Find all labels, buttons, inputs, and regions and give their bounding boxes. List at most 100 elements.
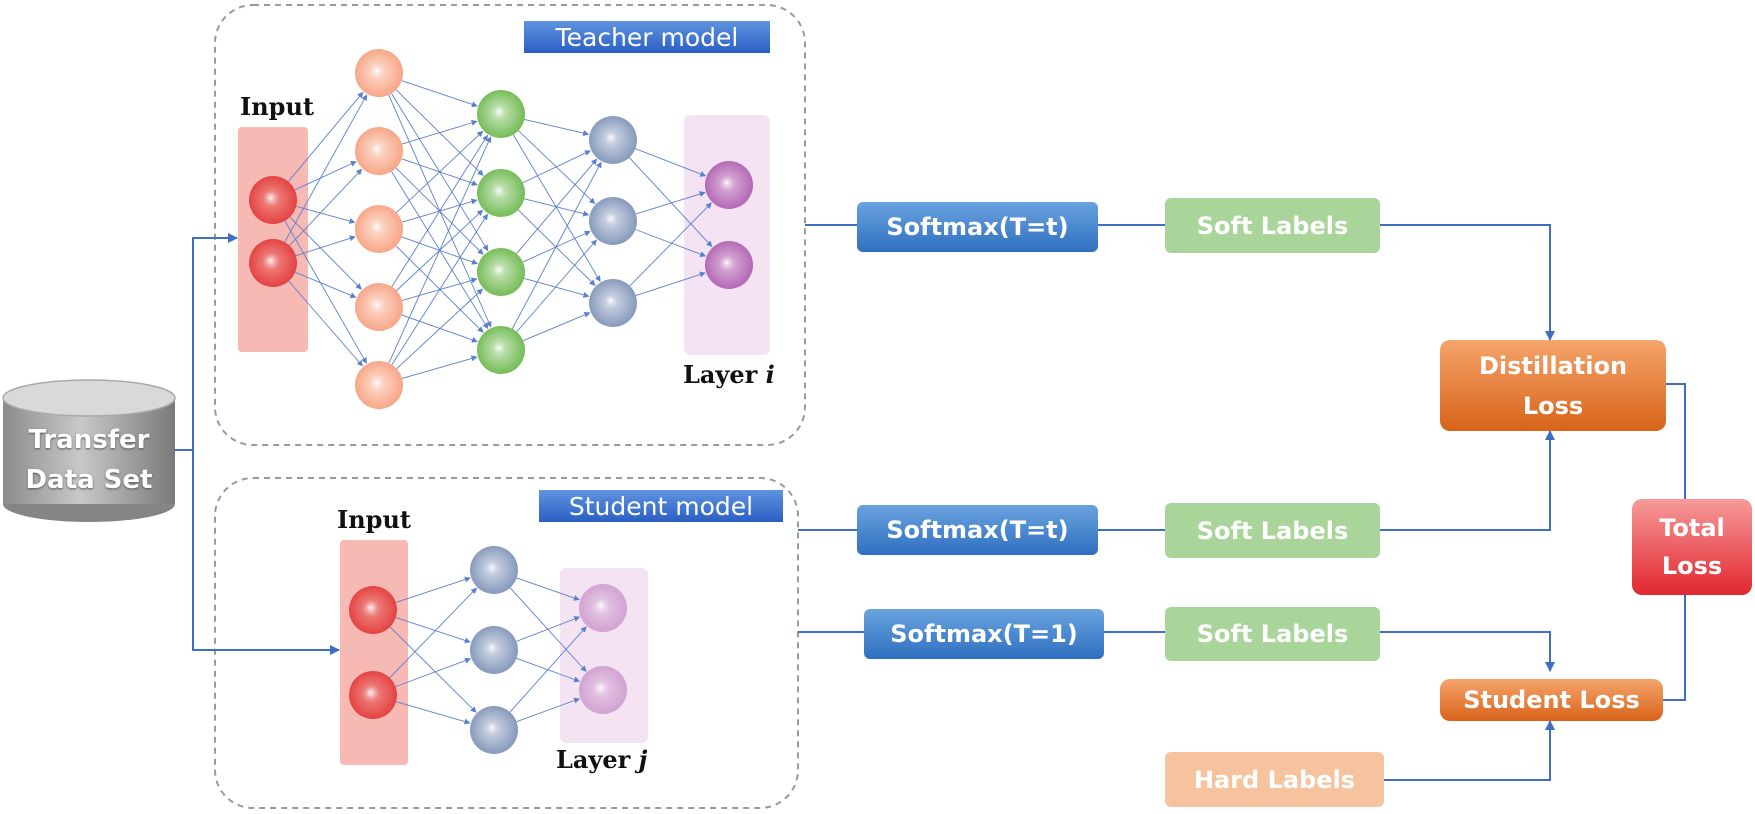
- student-connection-l1-2-1: [516, 697, 580, 723]
- teacher-layer-i-panel: [684, 115, 770, 355]
- connector-db-to-student: [192, 450, 340, 655]
- teacher-node-l1-n3: [355, 283, 403, 331]
- student-layer-label: Layer j: [556, 745, 648, 774]
- connector-distillation-to-total: [1666, 383, 1686, 499]
- teacher-connection-l2-3-2: [522, 312, 591, 342]
- teacher-connection-l1-1-0: [401, 119, 478, 145]
- teacher-node-l4-n0: [705, 161, 753, 209]
- connector-hard-labels-to-student-loss: [1384, 720, 1555, 781]
- teacher-node-l2-n1: [477, 169, 525, 217]
- transfer-data-set-cylinder: [2, 379, 176, 522]
- connector-student-soft-labels-to-distillation: [1380, 430, 1555, 531]
- teacher-connection-l2-3-1: [516, 239, 597, 333]
- student-model-tag: Student model: [539, 490, 783, 522]
- teacher-connection-l2-2-0: [516, 158, 598, 254]
- teacher-connection-l1-4-3: [401, 355, 478, 379]
- student-connection-l1-2-0: [509, 626, 587, 713]
- teacher-connection-l1-4-1: [391, 213, 488, 365]
- teacher-node-l2-n3: [477, 326, 525, 374]
- teacher-connection-l1-4-0: [388, 136, 492, 364]
- student-connection-l0-0-0: [395, 576, 471, 603]
- teacher-connection-l1-4-2: [396, 288, 484, 370]
- teacher-node-l3-n2: [589, 279, 637, 327]
- teacher-connection-l1-3-0: [391, 134, 489, 287]
- teacher-connection-l0-0-3: [289, 216, 362, 290]
- student-node-l2-n0: [579, 584, 627, 632]
- teacher-connection-l0-1-3: [294, 271, 357, 299]
- student-connection-l1-1-0: [516, 616, 581, 642]
- teacher-node-l3-n0: [589, 116, 637, 164]
- teacher-node-l1-n0: [355, 49, 403, 97]
- teacher-layer-index: i: [765, 360, 775, 389]
- total-loss-box: Total Loss: [1632, 499, 1752, 595]
- teacher-connection-l1-2-0: [396, 130, 484, 213]
- teacher-node-l0-n1: [249, 239, 297, 287]
- teacher-connection-l3-2-1: [635, 271, 706, 296]
- student-softmax-t-box: Softmax(T=t): [857, 505, 1098, 555]
- student-connection-l1-0-1: [509, 587, 587, 672]
- student-softmax-1-box: Softmax(T=1): [864, 609, 1104, 659]
- student-connection-l0-1-0: [389, 587, 477, 679]
- student-connection-l0-0-1: [395, 617, 471, 644]
- teacher-input-label: Input: [240, 92, 314, 121]
- teacher-soft-labels-box: Soft Labels: [1165, 198, 1380, 253]
- student-node-l1-n1: [470, 626, 518, 674]
- teacher-node-l1-n2: [355, 205, 403, 253]
- teacher-node-l0-n0: [249, 176, 297, 224]
- distillation-loss-box: Distillation Loss: [1440, 340, 1666, 431]
- teacher-connection-l2-3-0: [511, 161, 602, 330]
- teacher-connection-l2-1-2: [517, 209, 596, 286]
- teacher-connection-l3-0-1: [628, 157, 713, 248]
- teacher-node-l3-n1: [589, 197, 637, 245]
- connector-db-to-teacher: [192, 233, 238, 450]
- transfer-data-set-label: Transfer Data Set: [25, 425, 153, 495]
- student-layer-index: j: [638, 745, 648, 774]
- teacher-connection-l0-1-0: [284, 94, 368, 243]
- student-node-l1-n0: [470, 546, 518, 594]
- teacher-connection-l0-0-2: [296, 205, 356, 224]
- teacher-connection-l0-1-2: [295, 235, 356, 257]
- teacher-connection-l0-0-1: [294, 161, 357, 191]
- student-connection-l1-0-0: [516, 577, 580, 601]
- teacher-node-l1-n1: [355, 127, 403, 175]
- connector-teacher-soft-labels-to-distillation: [1380, 224, 1555, 341]
- student-node-l2-n1: [579, 666, 627, 714]
- teacher-node-l2-n0: [477, 90, 525, 138]
- teacher-connection-l0-1-4: [288, 280, 363, 367]
- student-node-l0-n1: [349, 671, 397, 719]
- connector-student-soft-labels-to-student-loss: [1380, 631, 1555, 672]
- student-connection-l0-0-2: [389, 626, 477, 713]
- student-model-frame: [214, 477, 799, 809]
- student-node-l0-n0: [349, 586, 397, 634]
- teacher-connection-l0-1-1: [289, 168, 363, 246]
- teacher-connection-l0-0-4: [284, 220, 367, 364]
- teacher-layer-label: Layer i: [683, 360, 775, 389]
- teacher-connection-l3-1-1: [635, 229, 707, 257]
- student-node-l1-n2: [470, 706, 518, 754]
- teacher-connection-l2-0-2: [512, 134, 601, 282]
- student-soft-labels-t-box: Soft Labels: [1165, 503, 1380, 558]
- teacher-node-l1-n4: [355, 361, 403, 409]
- teacher-connection-l3-1-0: [635, 191, 706, 215]
- teacher-connection-l0-0-0: [288, 91, 364, 182]
- teacher-connection-l2-0-0: [524, 118, 590, 137]
- connector-student-loss-to-total: [1663, 595, 1686, 701]
- teacher-node-l4-n1: [705, 241, 753, 289]
- teacher-connection-l1-0-0: [401, 80, 478, 108]
- teacher-connection-l3-2-0: [629, 202, 712, 287]
- teacher-connection-l2-1-0: [522, 150, 591, 184]
- student-input-label: Input: [337, 505, 411, 534]
- student-loss-box: Student Loss: [1440, 679, 1663, 721]
- hard-labels-box: Hard Labels: [1165, 752, 1384, 807]
- student-input-panel: [340, 540, 408, 765]
- teacher-node-l2-n2: [477, 248, 525, 296]
- student-soft-labels-1-box: Soft Labels: [1165, 607, 1380, 661]
- student-connection-l0-1-1: [395, 657, 472, 688]
- teacher-connection-l3-0-0: [635, 148, 707, 177]
- teacher-connection-l2-2-2: [524, 277, 590, 298]
- teacher-model-tag: Teacher model: [524, 21, 770, 53]
- teacher-model-frame: [214, 4, 806, 446]
- teacher-softmax-box: Softmax(T=t): [857, 202, 1098, 252]
